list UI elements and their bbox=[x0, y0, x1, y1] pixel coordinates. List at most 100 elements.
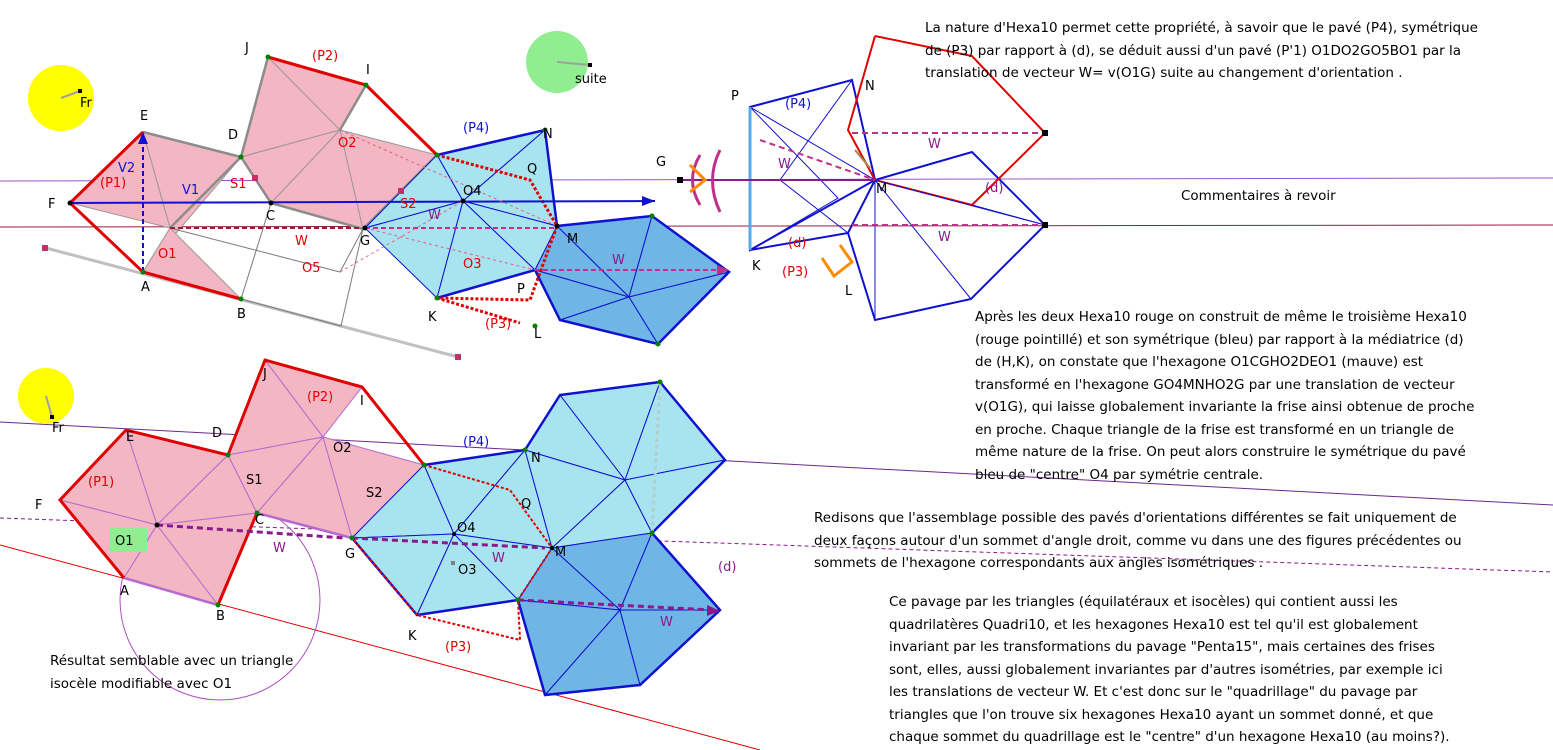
text-line: Résultat semblable avec un triangle bbox=[50, 653, 294, 669]
text-line: sont, elles, aussi globalement invariant… bbox=[889, 661, 1443, 678]
label-bottom-S2: S2 bbox=[366, 486, 383, 501]
label-P4: (P4) bbox=[463, 121, 489, 136]
label-N: N bbox=[543, 127, 553, 142]
bottom-figure-labels: J (P2) I E D O2 (P1) S1 F S2 C G W A B (… bbox=[35, 367, 736, 655]
label-right-W2: W bbox=[778, 157, 791, 172]
label-V1: V1 bbox=[182, 183, 199, 198]
label-bottom-E: E bbox=[126, 430, 134, 445]
text-line: Redisons que l'assemblage possible des p… bbox=[814, 510, 1457, 526]
label-I: I bbox=[366, 63, 370, 78]
label-bottom-P2: (P2) bbox=[307, 390, 333, 405]
label-bottom-G: G bbox=[345, 547, 355, 562]
label-G: G bbox=[360, 234, 370, 249]
text-line: de (P3) par rapport à (d), se déduit aus… bbox=[925, 42, 1462, 59]
label-J: J bbox=[244, 41, 249, 56]
fr-button-bottom-label: Fr bbox=[52, 421, 65, 436]
label-M: M bbox=[567, 232, 578, 247]
text-line: (rouge pointillé) et son symétrique (ble… bbox=[975, 331, 1464, 348]
label-P1: (P1) bbox=[100, 176, 126, 191]
label-right-P4: (P4) bbox=[785, 97, 811, 112]
fr-button-bottom[interactable]: Fr bbox=[18, 368, 74, 436]
text-pavage: Ce pavage par les triangles (équilatérau… bbox=[889, 591, 1539, 749]
label-S2: S2 bbox=[400, 197, 417, 212]
text-line: translation de vecteur W= v(O1G) suite a… bbox=[925, 65, 1403, 81]
label-O4: O4 bbox=[463, 184, 482, 199]
text-line: quadrilatères Quadri10, et les hexagones… bbox=[889, 616, 1418, 633]
label-S1: S1 bbox=[230, 177, 247, 192]
label-bottom-O3: O3 bbox=[458, 563, 477, 578]
label-W2: W bbox=[428, 208, 441, 223]
label-right-M: M bbox=[876, 182, 887, 197]
label-bottom-D: D bbox=[212, 426, 222, 441]
o1-handle[interactable]: O1 bbox=[110, 528, 147, 552]
label-bottom-J: J bbox=[262, 367, 267, 382]
top-figure bbox=[42, 54, 731, 360]
label-P2: (P2) bbox=[312, 49, 338, 64]
label-right-d1: (d) bbox=[985, 181, 1003, 196]
label-right-W1: W bbox=[928, 137, 941, 152]
right-figure bbox=[677, 35, 1048, 322]
label-right-W3: W bbox=[938, 230, 951, 245]
suite-button[interactable]: suite bbox=[526, 31, 607, 93]
text-line: deux façons autour d'un sommet d'angle d… bbox=[814, 532, 1462, 549]
text-line: isocèle modifiable avec O1 bbox=[50, 675, 233, 692]
label-P: P bbox=[517, 282, 525, 297]
label-O3: O3 bbox=[463, 257, 482, 272]
fr-button-top[interactable]: Fr bbox=[28, 65, 94, 131]
label-C: C bbox=[266, 209, 275, 224]
label-bottom-C: C bbox=[255, 513, 264, 528]
label-right-L: L bbox=[845, 284, 853, 299]
text-line: Après les deux Hexa10 rouge on construit… bbox=[975, 309, 1467, 325]
right-figure-labels: P (P4) N G W W M (d) W (d) K (P3) L bbox=[656, 79, 1003, 299]
text-comment: Commentaires à revoir bbox=[1181, 185, 1336, 208]
label-bottom-W1: W bbox=[273, 541, 286, 556]
label-right-P: P bbox=[731, 89, 739, 104]
label-E: E bbox=[140, 109, 148, 124]
label-bottom-O4: O4 bbox=[457, 521, 476, 536]
label-right-G: G bbox=[656, 155, 666, 170]
label-Q: Q bbox=[527, 162, 537, 177]
label-O1: O1 bbox=[158, 247, 177, 262]
label-bottom-W2: W bbox=[492, 551, 505, 566]
label-right-d2: (d) bbox=[788, 236, 806, 251]
label-bottom-K: K bbox=[408, 629, 417, 644]
label-bottom-M: M bbox=[555, 545, 566, 560]
label-O2: O2 bbox=[338, 136, 357, 151]
label-bottom-O2: O2 bbox=[333, 441, 352, 456]
text-line: triangles que l'on trouve six hexagones … bbox=[889, 706, 1434, 723]
label-bottom-I: I bbox=[360, 394, 364, 409]
text-line: sommets de l'hexagone correspondants aux… bbox=[814, 555, 1264, 571]
text-line: en proche. Chaque triangle de la frise e… bbox=[975, 421, 1455, 438]
label-bottom-P1: (P1) bbox=[88, 475, 114, 490]
text-line: les translations de vecteur W. Et c'est … bbox=[889, 684, 1418, 700]
text-top-right: La nature d'Hexa10 permet cette propriét… bbox=[925, 17, 1535, 85]
label-V2: V2 bbox=[118, 161, 135, 176]
label-right-K: K bbox=[752, 259, 761, 274]
text-line: bleu de "centre" O4 par symétrie central… bbox=[975, 466, 1264, 483]
label-K: K bbox=[428, 310, 437, 325]
label-bottom-A: A bbox=[120, 584, 129, 599]
bottom-figure bbox=[58, 358, 727, 701]
label-W1: W bbox=[295, 234, 308, 249]
label-bottom-N: N bbox=[531, 451, 541, 466]
label-F: F bbox=[48, 197, 55, 212]
text-line: La nature d'Hexa10 permet cette propriét… bbox=[925, 20, 1478, 36]
label-W3: W bbox=[612, 253, 625, 268]
label-bottom-P4: (P4) bbox=[463, 435, 489, 450]
label-bottom-B: B bbox=[216, 609, 225, 624]
text-resultat: Résultat semblable avec un triangle isoc… bbox=[50, 650, 350, 695]
label-D: D bbox=[228, 128, 238, 143]
label-bottom-d: (d) bbox=[718, 560, 736, 575]
label-right-P3: (P3) bbox=[782, 265, 808, 280]
o1-handle-label: O1 bbox=[115, 534, 134, 549]
text-line: même nature de la frise. On peut alors c… bbox=[975, 444, 1466, 460]
suite-button-label: suite bbox=[575, 72, 607, 87]
text-line: v(O1G), qui laisse globalement invariant… bbox=[975, 399, 1475, 415]
text-line: chaque sommet du quadrillage est le "cen… bbox=[889, 729, 1450, 745]
label-bottom-P3: (P3) bbox=[445, 640, 471, 655]
label-bottom-S1: S1 bbox=[246, 473, 263, 488]
text-redisons: Redisons que l'assemblage possible des p… bbox=[814, 507, 1549, 575]
label-right-N: N bbox=[865, 79, 875, 94]
text-line: Ce pavage par les triangles (équilatérau… bbox=[889, 594, 1398, 610]
label-O5: O5 bbox=[302, 261, 321, 276]
